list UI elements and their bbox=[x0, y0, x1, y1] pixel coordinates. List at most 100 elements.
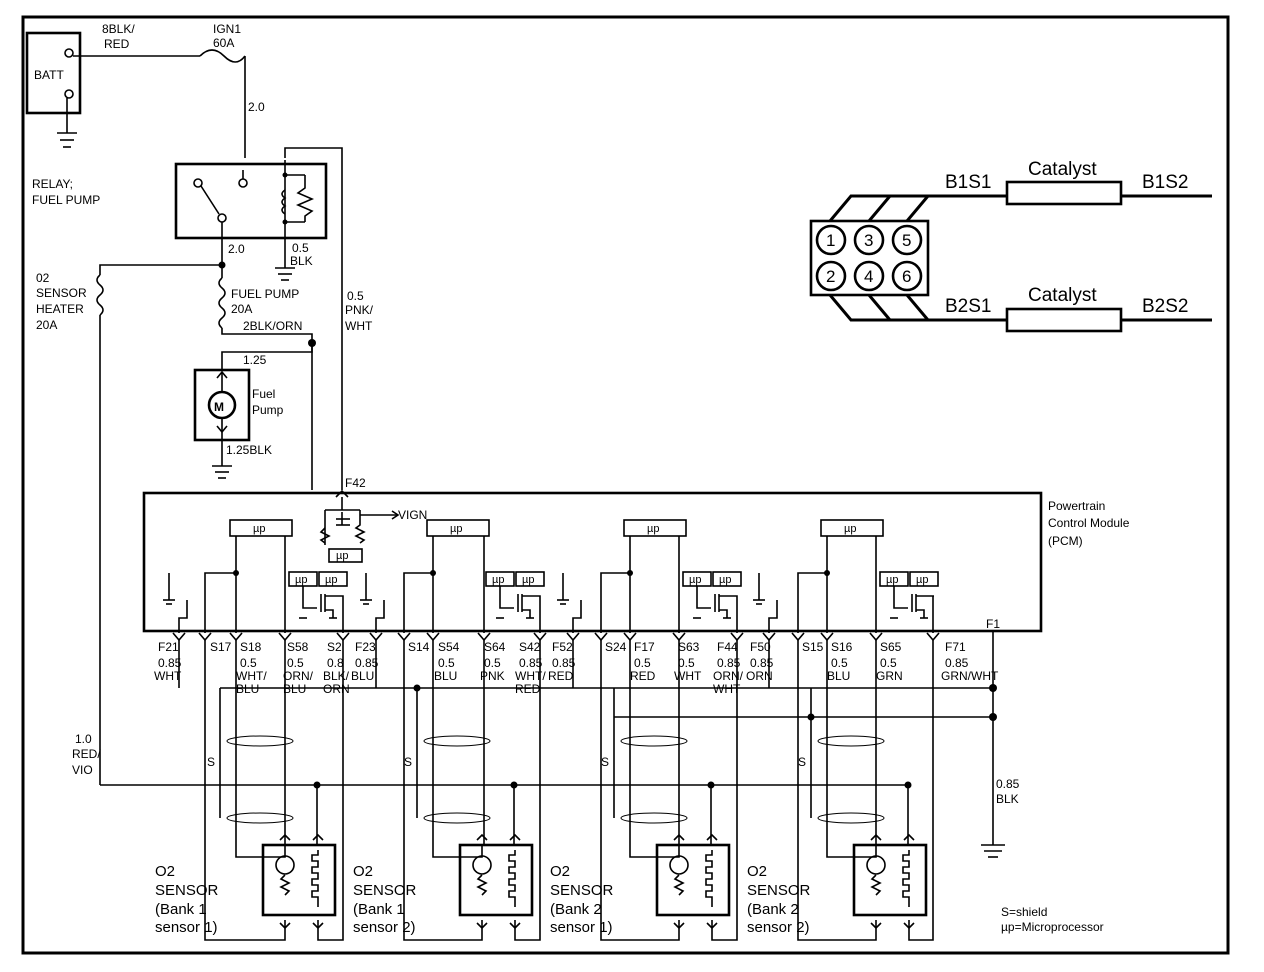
o2-sensor-cell-icon bbox=[472, 855, 492, 875]
o2-heater-fuse-line2: SENSOR bbox=[36, 286, 87, 300]
shield-label: S bbox=[798, 755, 806, 769]
ign-out-wire: 2.0 bbox=[248, 100, 265, 114]
relay-ground-color: BLK bbox=[290, 254, 313, 268]
o2-heater-fuse-line1: 02 bbox=[36, 271, 50, 285]
fuel-pump-fuse-icon bbox=[218, 277, 226, 329]
channel-low-line bbox=[572, 600, 582, 633]
ground-wire-line1: 0.85 bbox=[996, 777, 1020, 791]
pin-label-s16: S16 bbox=[831, 640, 853, 654]
fuel-pump-fuse-name: FUEL PUMP bbox=[231, 287, 299, 301]
b1s2-label: B1S2 bbox=[1142, 172, 1188, 193]
heater-mp-label-b: µp bbox=[325, 574, 337, 586]
connector-icon bbox=[706, 922, 718, 930]
pin-connector-icon bbox=[869, 632, 883, 642]
pin-label-s18: S18 bbox=[240, 640, 262, 654]
heater-drain-line bbox=[522, 595, 541, 633]
shield-label: S bbox=[601, 755, 609, 769]
bank2-catalyst-label: Catalyst bbox=[1028, 285, 1097, 306]
cylinder-3: 3 bbox=[864, 231, 873, 250]
channel-low-line bbox=[768, 600, 778, 633]
pin-label-f44: F44 bbox=[717, 640, 738, 654]
connector-icon bbox=[870, 833, 882, 841]
harness-hi-wire bbox=[629, 640, 680, 858]
battery-wire-line2: RED bbox=[104, 37, 130, 51]
pin-label-s42: S42 bbox=[519, 640, 541, 654]
pin-wire-f44-2: WHT bbox=[713, 682, 741, 696]
pin-wire-s42-0: 0.85 bbox=[519, 656, 543, 670]
heater-mp-label-b: µp bbox=[522, 574, 534, 586]
shield-ellipse-bottom bbox=[226, 812, 294, 824]
connector-icon bbox=[312, 922, 324, 930]
pin-connector-icon bbox=[336, 632, 350, 642]
pin-wire-f23-0: 0.85 bbox=[355, 656, 379, 670]
shield-ellipse-bottom bbox=[817, 812, 885, 824]
heater-mp-label-a: µp bbox=[492, 574, 504, 586]
f42-mp-label: µp bbox=[336, 550, 348, 562]
pin-wire-f50-1: ORN bbox=[746, 669, 773, 683]
relay-out-wire: 2.0 bbox=[228, 242, 245, 256]
sensor-label-o2: O2 bbox=[353, 863, 373, 880]
ign-fuse-rating: 60A bbox=[213, 36, 234, 50]
heater-mp-box bbox=[318, 571, 348, 587]
shield-ellipse-top bbox=[620, 735, 688, 747]
sensor-label-position: sensor 2) bbox=[747, 919, 810, 936]
pcm-pin-f1: F1 bbox=[986, 617, 1000, 631]
f42-driver bbox=[319, 489, 400, 563]
pin-label-s24: S24 bbox=[605, 640, 627, 654]
pin-connector-icon bbox=[762, 632, 776, 642]
ign-fuse-icon bbox=[199, 49, 246, 63]
o2-sensor-heater-icon bbox=[508, 850, 516, 907]
sensor-label-o2: O2 bbox=[550, 863, 570, 880]
pin-connector-icon bbox=[623, 632, 637, 642]
channel-mp-label: µp bbox=[450, 523, 462, 535]
pin-wire-s2-0: 0.8 bbox=[327, 656, 344, 670]
pin-connector-icon bbox=[477, 632, 491, 642]
heater-mp-label-b: µp bbox=[719, 574, 731, 586]
sensor-label-o2: O2 bbox=[747, 863, 767, 880]
pin-connector-icon bbox=[426, 632, 440, 642]
pin-label-f50: F50 bbox=[750, 640, 771, 654]
connector-icon bbox=[903, 922, 915, 930]
relay-ctrl-wire-line1: 0.5 bbox=[347, 289, 364, 303]
shield-ellipse-top bbox=[817, 735, 885, 747]
heater-source-line bbox=[522, 609, 531, 618]
pcm-box bbox=[142, 491, 1043, 633]
harness-sig-wire bbox=[797, 640, 877, 941]
sensor-label-bank: (Bank 1 bbox=[353, 901, 405, 918]
fuel-pump-relay bbox=[174, 160, 328, 240]
fuel-pump-fuse-rating: 20A bbox=[231, 302, 252, 316]
pin-label-s2: S2 bbox=[327, 640, 342, 654]
pin-wire-s65-0: 0.5 bbox=[880, 656, 897, 670]
pump-ground-wire: 1.25BLK bbox=[226, 443, 272, 457]
b1s1-label: B1S1 bbox=[945, 172, 991, 193]
sensor-label-position: sensor 2) bbox=[353, 919, 416, 936]
pump-motor-label: M bbox=[214, 400, 224, 414]
channel-ref-line bbox=[204, 572, 236, 633]
shield-label: S bbox=[404, 755, 412, 769]
legend-microprocessor: µp=Microprocessor bbox=[1001, 920, 1104, 934]
connector-icon bbox=[279, 833, 291, 841]
pin-label-s58: S58 bbox=[287, 640, 309, 654]
heater-source-line bbox=[719, 609, 728, 618]
fuel-pump bbox=[193, 368, 251, 466]
channel-mp-box bbox=[426, 519, 490, 537]
engine-diagram bbox=[809, 180, 1212, 333]
relay-ground-icon bbox=[275, 267, 295, 281]
heater-gate-line bbox=[302, 586, 317, 609]
pin-label-f52: F52 bbox=[552, 640, 573, 654]
pin-label-f71: F71 bbox=[945, 640, 966, 654]
channel-mp-label: µp bbox=[844, 523, 856, 535]
sensor-label-name: SENSOR bbox=[155, 882, 219, 899]
relay-ctrl-wire-line2: PNK/ bbox=[345, 303, 374, 317]
harness-heater-ret bbox=[514, 640, 541, 941]
heater-gate-line bbox=[893, 586, 908, 609]
pin-connector-icon bbox=[672, 632, 686, 642]
channel-low-line bbox=[375, 600, 385, 633]
cylinder-1: 1 bbox=[826, 231, 835, 250]
o2-heater-fuse-line3: HEATER bbox=[36, 302, 84, 316]
battery-ground-icon bbox=[57, 132, 77, 148]
heater-gate-line bbox=[696, 586, 711, 609]
pin-wire-f17-0: 0.5 bbox=[634, 656, 651, 670]
